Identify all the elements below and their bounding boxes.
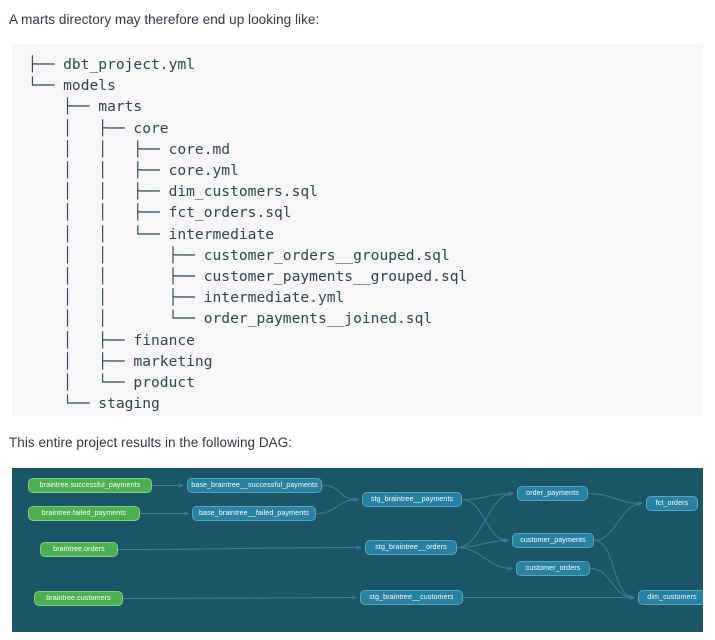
directory-tree-text: ├── dbt_project.yml └── models ├── marts… [28,56,468,413]
dag-node-label: order_payments [526,488,579,497]
intro-caption: A marts directory may therefore end up l… [9,12,320,27]
dag-edge-braintree_customers-to-stg_braintree__customers [122,598,356,599]
dag-node-label: fct_orders [655,498,689,507]
dag-edge-base_braintree__successful_payments-to-stg_braintree__payments [321,485,358,500]
dag-node-customer_orders[interactable]: customer_orders [516,561,590,576]
dag-edge-customer_payments-to-dim_customers [593,540,634,598]
dag-node-label: dim_customers [647,592,697,601]
dag-edge-base_braintree__failed_payments-to-stg_braintree__payments [315,500,358,514]
dag-edge-stg_braintree__payments-to-order_payments [461,494,513,500]
dag-node-base_braintree__successful_payments[interactable]: base_braintree__successful_payments [187,478,322,493]
dag-node-stg_braintree__orders[interactable]: stg_braintree__orders [365,540,457,555]
dag-node-label: stg_braintree__payments [370,494,454,503]
dag-node-label: braintree.customers [46,593,111,602]
dag-node-stg_braintree__payments[interactable]: stg_braintree__payments [362,492,462,507]
dag-node-base_braintree__failed_payments[interactable]: base_braintree__failed_payments [192,506,316,521]
dag-node-label: base_braintree__successful_payments [191,480,318,489]
dag-node-label: braintree.successful_payments [39,480,141,489]
dag-edge-braintree_orders-to-stg_braintree__orders [117,548,361,550]
dag-edge-stg_braintree__orders-to-order_payments [456,494,513,548]
dag-diagram: braintree.successful_payments braintree.f… [12,468,703,632]
dag-node-label: braintree.failed_payments [41,508,127,517]
dag-edge-stg_braintree__orders-to-customer_orders [456,547,512,569]
dag-node-braintree_failed_payments[interactable]: braintree.failed_payments [28,506,140,521]
dag-node-label: customer_orders [525,563,581,572]
dag-node-stg_braintree__customers[interactable]: stg_braintree__customers [360,590,463,605]
dag-node-label: customer_payments [520,535,586,544]
dag-caption: This entire project results in the follo… [9,435,293,450]
dag-node-label: stg_braintree__orders [375,542,447,551]
dag-edge-customer_orders-to-dim_customers [589,568,634,598]
dag-node-fct_orders[interactable]: fct_orders [646,496,698,511]
dag-node-braintree_customers[interactable]: braintree.customers [34,591,123,606]
dag-node-customer_payments[interactable]: customer_payments [512,533,594,548]
dag-node-braintree_orders[interactable]: braintree.orders [40,542,118,557]
dag-edge-layer [117,468,703,632]
dag-node-braintree_successful_payments[interactable]: braintree.successful_payments [28,478,152,493]
dag-edge-customer_payments-to-fct_orders [593,504,642,541]
dag-node-label: base_braintree__failed_payments [199,508,309,517]
dag-node-order_payments[interactable]: order_payments [517,486,588,501]
dag-node-label: stg_braintree__customers [369,592,454,601]
dag-node-label: braintree.orders [53,544,105,553]
dag-edge-order_payments-to-fct_orders [587,493,642,504]
directory-tree-codeblock: ├── dbt_project.yml └── models ├── marts… [12,44,703,416]
dag-node-dim_customers[interactable]: dim_customers [638,590,703,605]
dag-edge-stg_braintree__orders-to-customer_payments [456,541,508,548]
